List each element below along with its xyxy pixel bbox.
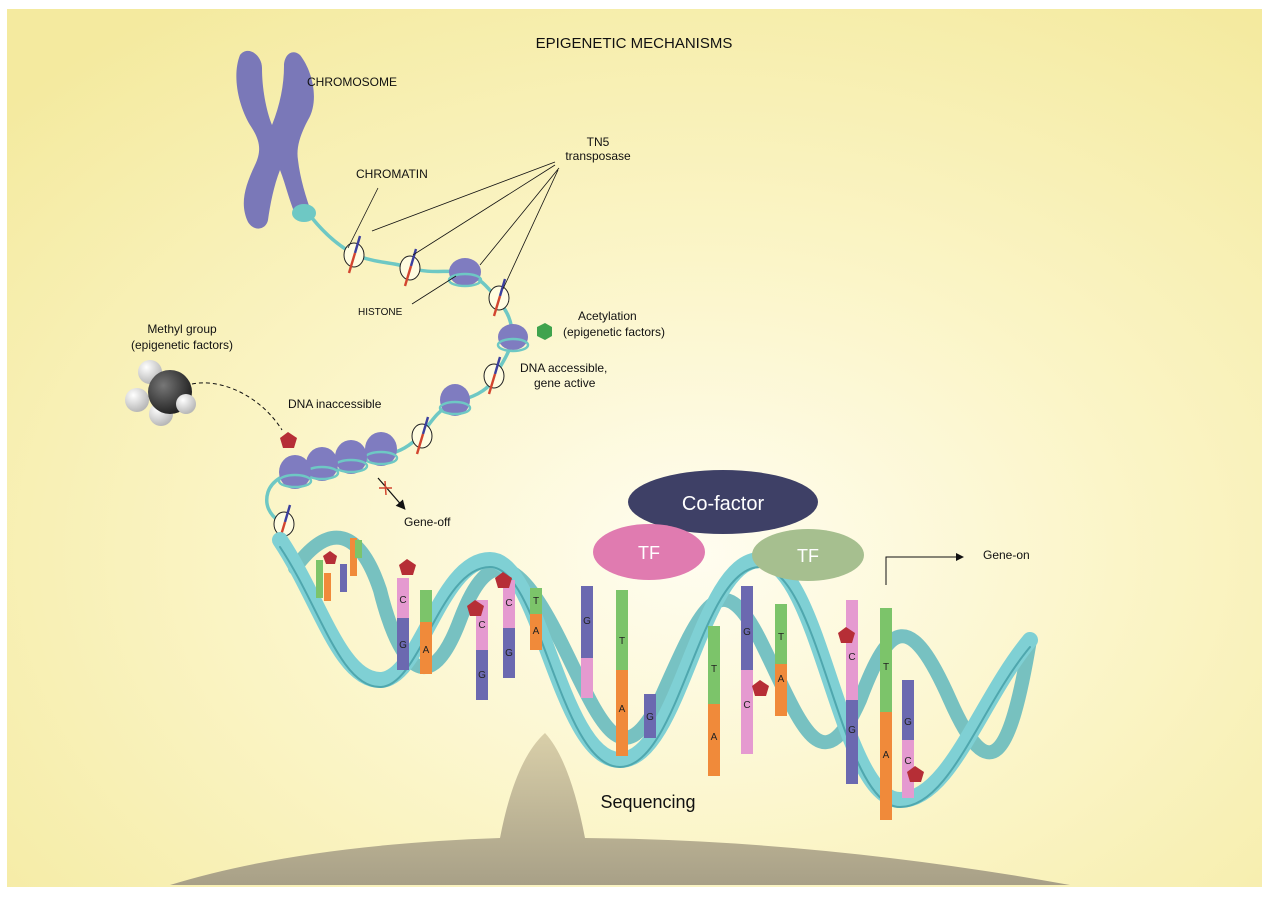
acetylation-label-line2: (epigenetic factors) (563, 325, 665, 339)
histone-icon (496, 324, 530, 353)
gene-off-arrow (377, 477, 406, 510)
base-letter: A (423, 645, 430, 656)
methyl-mark-icon (323, 551, 337, 564)
base-letter: C (399, 595, 406, 606)
base-letter: G (848, 725, 856, 736)
histone-icon (277, 455, 313, 489)
histones (277, 258, 530, 489)
histone-icon (438, 384, 472, 416)
base-letter: C (478, 620, 485, 631)
tf-green: TF (752, 529, 864, 581)
histone-icon (447, 258, 483, 288)
base-letter: G (743, 627, 751, 638)
methyl-label-line1: Methyl group (147, 322, 217, 336)
chromatin-label: CHROMATIN (356, 167, 428, 181)
methyl-mark-icon (838, 627, 855, 643)
tn5-label-line1: TN5 (587, 135, 610, 149)
cofactor-label: Co-factor (682, 493, 765, 515)
base-pairs: C G A C G C G T A G T A G T A G C T A C … (316, 538, 914, 820)
base-letter: G (478, 670, 486, 681)
cofactor: Co-factor (628, 470, 818, 534)
base-letter: G (583, 616, 591, 627)
base-letter: T (533, 596, 539, 607)
base-letter: C (505, 598, 512, 609)
methyl-mark-icon (467, 600, 484, 616)
tf2-label: TF (797, 546, 819, 566)
acetylation-label-line1: Acetylation (578, 309, 637, 323)
chromosome-label: CHROMOSOME (307, 75, 397, 89)
base-letter: G (904, 717, 912, 728)
base-letter: A (883, 750, 890, 761)
histone-icon (304, 447, 340, 481)
dna-accessible-label-line1: DNA accessible, (520, 361, 607, 375)
histone-icon (363, 432, 399, 466)
sequencing-label: Sequencing (600, 792, 695, 812)
tn5-cut-marks (277, 235, 507, 543)
base-letter: A (533, 626, 540, 637)
base-letter: A (711, 732, 718, 743)
methyl-mark-icon (495, 572, 512, 588)
base-letter: T (778, 632, 784, 643)
gene-on-arrow (885, 553, 964, 585)
base-letter: C (904, 756, 911, 767)
methyl-label-line2: (epigenetic factors) (131, 338, 233, 352)
histone-icon (333, 440, 369, 474)
base-letter: T (883, 662, 889, 673)
dna-methyl-marks (323, 551, 924, 782)
diagram-title: EPIGENETIC MECHANISMS (536, 35, 733, 52)
histone-label: HISTONE (358, 307, 403, 318)
dna-strand-front (272, 532, 1038, 809)
gene-on-label: Gene-on (983, 548, 1030, 562)
base-letter: T (619, 636, 625, 647)
base-letter: G (505, 648, 513, 659)
methyl-connector (191, 382, 283, 431)
methyl-mark-icon (907, 766, 924, 782)
gene-off-label: Gene-off (404, 515, 451, 529)
dna-strand-back (288, 530, 1037, 760)
methyl-mark-icon (280, 432, 297, 448)
chromosome-icon (236, 50, 316, 229)
acetyl-group-icon (537, 323, 552, 340)
leader-lines (347, 161, 560, 305)
sequencing-mound (170, 733, 1070, 885)
labels: CHROMATIN TN5 transposase HISTONE Acetyl… (131, 135, 1030, 812)
methyl-mark-icon (399, 559, 416, 575)
base-letter: C (743, 700, 750, 711)
base-letter: G (399, 640, 407, 651)
tn5-label-line2: transposase (565, 149, 631, 163)
base-letter: A (619, 704, 626, 715)
methyl-mark-icon (752, 680, 769, 696)
tf-pink: TF (593, 524, 705, 580)
dna-inaccessible-label: DNA inaccessible (288, 397, 382, 411)
tf1-label: TF (638, 543, 660, 563)
base-letter: T (711, 664, 717, 675)
methyl-molecule-icon (125, 360, 196, 426)
base-letter: A (778, 674, 785, 685)
dna-strand-front-edge (279, 546, 1031, 809)
dna-accessible-label-line2: gene active (534, 376, 596, 390)
base-letter: C (848, 652, 855, 663)
base-letter: G (646, 712, 654, 723)
dna-double-helix (272, 530, 1038, 809)
